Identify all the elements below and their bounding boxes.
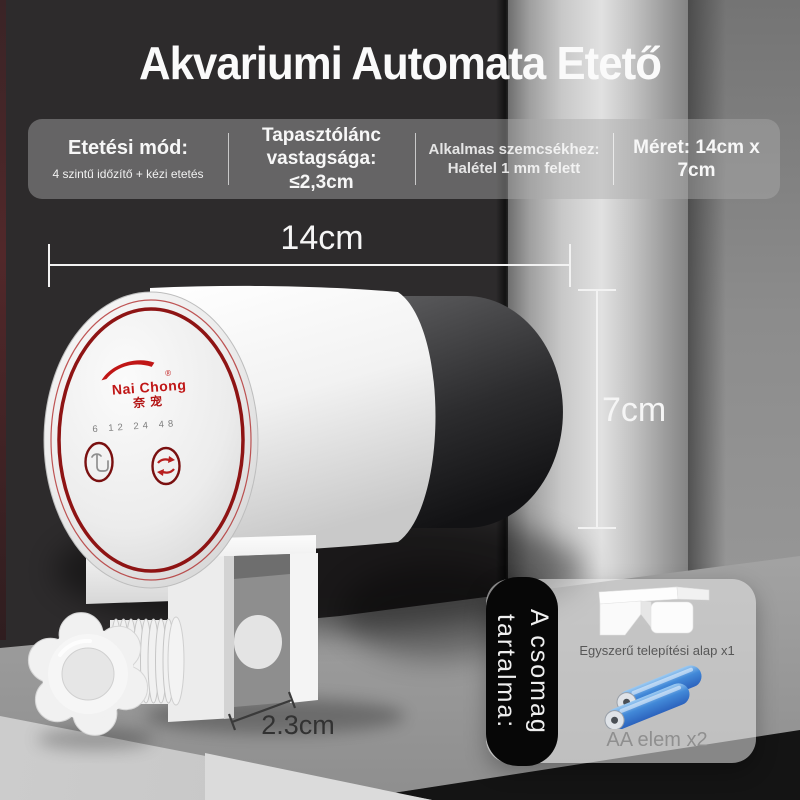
package-title-line: tartalma: bbox=[492, 613, 520, 730]
spec-item-size: Méret: 14cm x 7cm bbox=[613, 119, 780, 199]
brand-name-chinese: 奈宠 bbox=[132, 393, 168, 410]
page-title: Akvariumi Automata Etető bbox=[139, 37, 662, 89]
main-red-ring bbox=[57, 307, 245, 573]
registered-mark: ® bbox=[165, 369, 172, 378]
spec-item-pane-thickness: Tapasztólánc vastagsága: ≤2,3cm bbox=[228, 119, 415, 199]
clamp-dimension-label: 2.3cm bbox=[261, 710, 335, 740]
clamp-knob bbox=[27, 612, 149, 736]
rotate-icon bbox=[157, 456, 175, 476]
spec-divider bbox=[613, 133, 614, 185]
spec-title: Etetési mód: bbox=[67, 137, 189, 159]
height-dimension-label: 7cm bbox=[602, 391, 667, 429]
left-edge-strip bbox=[0, 0, 6, 640]
spec-title: Méret: 14cm x 7cm bbox=[633, 136, 760, 181]
spec-subtitle: 4 szintű időzítő + kézi etetés bbox=[52, 167, 204, 181]
spec-bar: Etetési mód: 4 szintű időzítő + kézi ete… bbox=[28, 119, 780, 199]
aa-batteries-label: AA elem x2 bbox=[606, 729, 708, 751]
clamp-dimension-line bbox=[227, 691, 297, 731]
package-title-line: A csomag bbox=[525, 608, 553, 735]
brand-name: Nai Chong bbox=[111, 377, 186, 398]
width-dimension-line bbox=[48, 244, 571, 287]
touch-icon bbox=[91, 453, 109, 472]
touch-button bbox=[84, 441, 114, 483]
spec-item-food-size: Alkalmas szemcsékhez: Halétel 1 mm felet… bbox=[415, 119, 613, 199]
feeder-face: Nai Chong ® 奈宠 6 12 24 48 bbox=[43, 291, 259, 589]
package-title: A csomag tartalma: bbox=[489, 609, 555, 735]
rotate-button bbox=[151, 446, 181, 486]
mounting-base-icon bbox=[598, 586, 710, 636]
height-dimension-line bbox=[578, 289, 616, 529]
aa-batteries-icon bbox=[604, 665, 702, 729]
outer-red-ring bbox=[50, 299, 252, 581]
spec-divider bbox=[415, 133, 416, 185]
logo-swoosh bbox=[101, 360, 155, 381]
mounting-base-label: Egyszerű telepítési alap x1 bbox=[579, 643, 735, 658]
spec-title: Tapasztólánc vastagsága: ≤2,3cm bbox=[262, 125, 381, 193]
package-title-pill: A csomag tartalma: bbox=[486, 577, 558, 766]
spec-title: Alkalmas szemcsékhez: Halétel 1 mm felet… bbox=[428, 140, 600, 178]
spec-item-feeding-mode: Etetési mód: 4 szintű időzítő + kézi ete… bbox=[28, 119, 228, 199]
battery bbox=[604, 683, 690, 729]
spec-divider bbox=[228, 133, 229, 185]
feeder-rear-cap bbox=[402, 296, 563, 528]
width-dimension-label: 14cm bbox=[280, 219, 364, 257]
